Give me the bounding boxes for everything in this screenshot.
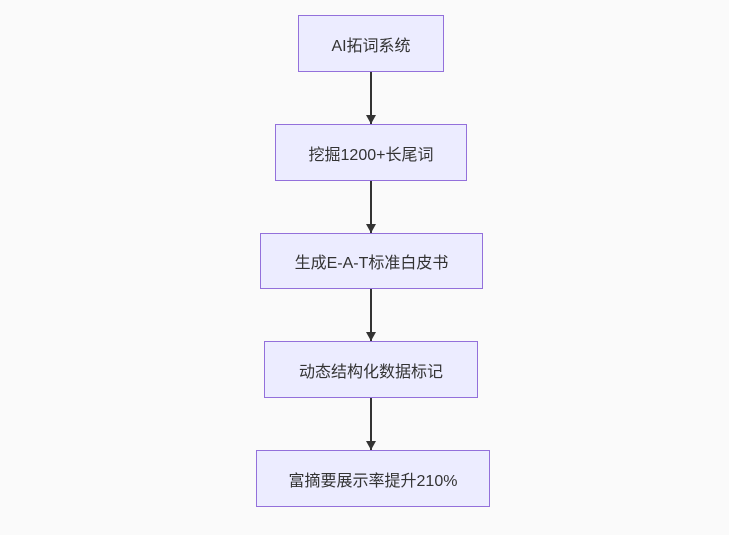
node-label: 生成E-A-T标准白皮书 (294, 255, 449, 272)
arrowhead-down-icon (366, 115, 376, 124)
arrowhead-down-icon (366, 224, 376, 233)
arrowhead-down-icon (366, 441, 376, 450)
node-label: 挖掘1200+长尾词 (308, 146, 434, 164)
node-label: AI拓词系统 (331, 37, 411, 55)
node-label: 动态结构化数据标记 (298, 363, 443, 381)
flowchart-node-structured-data-markup: 动态结构化数据标记 (264, 341, 478, 398)
arrow-connector (366, 72, 376, 124)
arrow-connector (366, 181, 376, 233)
arrowhead-down-icon (366, 332, 376, 341)
node-label: 富摘要展示率提升210% (288, 472, 458, 490)
flowchart-node-eat-whitepaper: 生成E-A-T标准白皮书 (260, 233, 483, 289)
flowchart-node-longtail-keywords: 挖掘1200+长尾词 (275, 124, 467, 181)
arrow-connector (366, 289, 376, 341)
flowchart-node-ai-word-expansion: AI拓词系统 (298, 15, 444, 72)
arrow-connector (366, 398, 376, 450)
flowchart-node-rich-snippet-rate: 富摘要展示率提升210% (256, 450, 490, 507)
